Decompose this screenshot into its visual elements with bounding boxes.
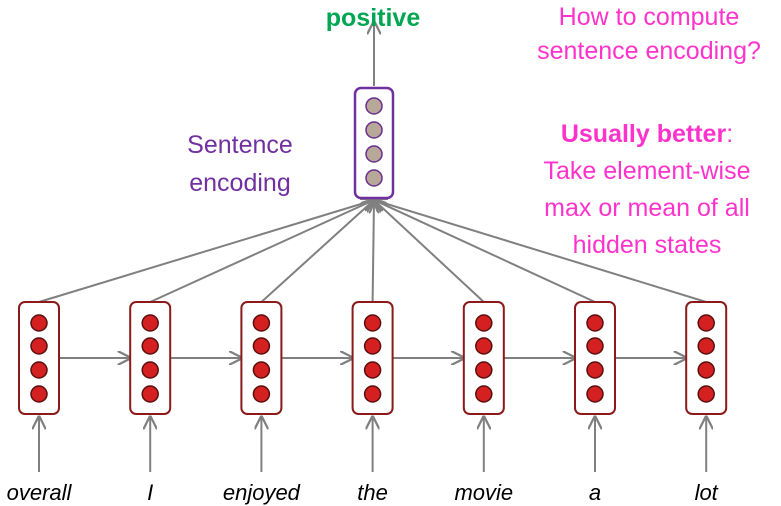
hidden-state-box (462, 301, 505, 415)
hidden-unit-circle (475, 361, 493, 379)
hidden-unit-circle (697, 361, 715, 379)
sentence-encoding-vector (353, 86, 395, 200)
sentence-encoding-unit (365, 169, 383, 187)
hidden-unit-circle (586, 314, 604, 332)
hidden-state-box (685, 301, 728, 415)
hidden-unit-circle (586, 385, 604, 403)
hidden-unit-circle (30, 385, 48, 403)
hidden-unit-circle (141, 337, 159, 355)
hidden-unit-circle (252, 385, 271, 403)
question-line: sentence encoding? (537, 37, 761, 65)
input-word: I (147, 480, 154, 505)
hidden-state-cell (351, 301, 394, 415)
pooling-connections (38, 200, 707, 303)
pooling-line (149, 200, 374, 303)
hidden-state-box (18, 301, 60, 415)
hidden-unit-circle (363, 361, 382, 379)
hidden-state-box (351, 301, 394, 415)
hidden-unit-circle (475, 385, 493, 403)
hidden-unit-circle (252, 314, 271, 332)
output-label: positive (325, 4, 421, 32)
input-connections (39, 417, 706, 472)
hidden-unit-circle (697, 337, 715, 355)
hidden-unit-circle (363, 314, 382, 332)
hidden-state-cell (574, 301, 616, 415)
sentence-encoding-unit (365, 97, 383, 115)
pooling-line (374, 200, 596, 303)
answer-line: Take element-wise (543, 157, 751, 185)
hidden-unit-circle (697, 385, 715, 403)
hidden-unit-circle (252, 337, 271, 355)
hidden-unit-circle (30, 314, 48, 332)
hidden-state-cell (240, 301, 283, 415)
hidden-state-cell (685, 301, 728, 415)
hidden-unit-circle (697, 314, 715, 332)
sentence-label-line: encoding (189, 169, 291, 197)
answer-line: hidden states (572, 231, 722, 259)
question-text: How to compute sentence encoding? (508, 0, 781, 68)
answer-lead: Usually better (560, 120, 727, 148)
hidden-unit-circle (475, 337, 493, 355)
pooling-line (374, 200, 485, 303)
hidden-unit-circle (586, 361, 604, 379)
hidden-unit-circle (363, 385, 382, 403)
hidden-state-cell (129, 301, 172, 415)
input-word: the (357, 480, 388, 505)
answer-line: max or mean of all (544, 194, 750, 222)
hidden-unit-circle (252, 361, 271, 379)
hidden-unit-circle (141, 314, 159, 332)
pooling-line (373, 200, 374, 303)
input-word: movie (454, 480, 514, 505)
input-word: overall (6, 480, 72, 505)
input-word: lot (694, 480, 718, 505)
sentence-encoding-unit (365, 121, 383, 139)
pooling-line (38, 200, 374, 303)
sentence-encoding-unit (365, 145, 383, 163)
hidden-unit-circle (141, 361, 159, 379)
hidden-state-cell (18, 301, 60, 415)
answer-lead-line: Usually better: (512, 116, 781, 153)
hidden-unit-circle (586, 337, 604, 355)
hidden-unit-circle (141, 385, 159, 403)
sentence-label-line: Sentence (187, 131, 293, 159)
pooling-line (374, 200, 707, 303)
hidden-unit-circle (363, 337, 382, 355)
hidden-unit-circle (475, 314, 493, 332)
hidden-state-box (574, 301, 616, 415)
sentence-encoding-label: Sentence encoding (170, 126, 310, 202)
input-word: enjoyed (222, 480, 300, 505)
sentence-encoding-box (353, 86, 395, 200)
answer-lead-suffix: : (726, 120, 734, 148)
answer-text: Usually better: Take element-wise max or… (512, 116, 781, 264)
hidden-state-box (129, 301, 172, 415)
hidden-unit-circle (30, 361, 48, 379)
pooling-line (260, 200, 374, 303)
hidden-state-box (240, 301, 283, 415)
hidden-states (18, 301, 728, 415)
hidden-unit-circle (30, 337, 48, 355)
input-word: a (588, 480, 602, 505)
hidden-state-cell (462, 301, 505, 415)
question-line: How to compute (558, 3, 740, 31)
